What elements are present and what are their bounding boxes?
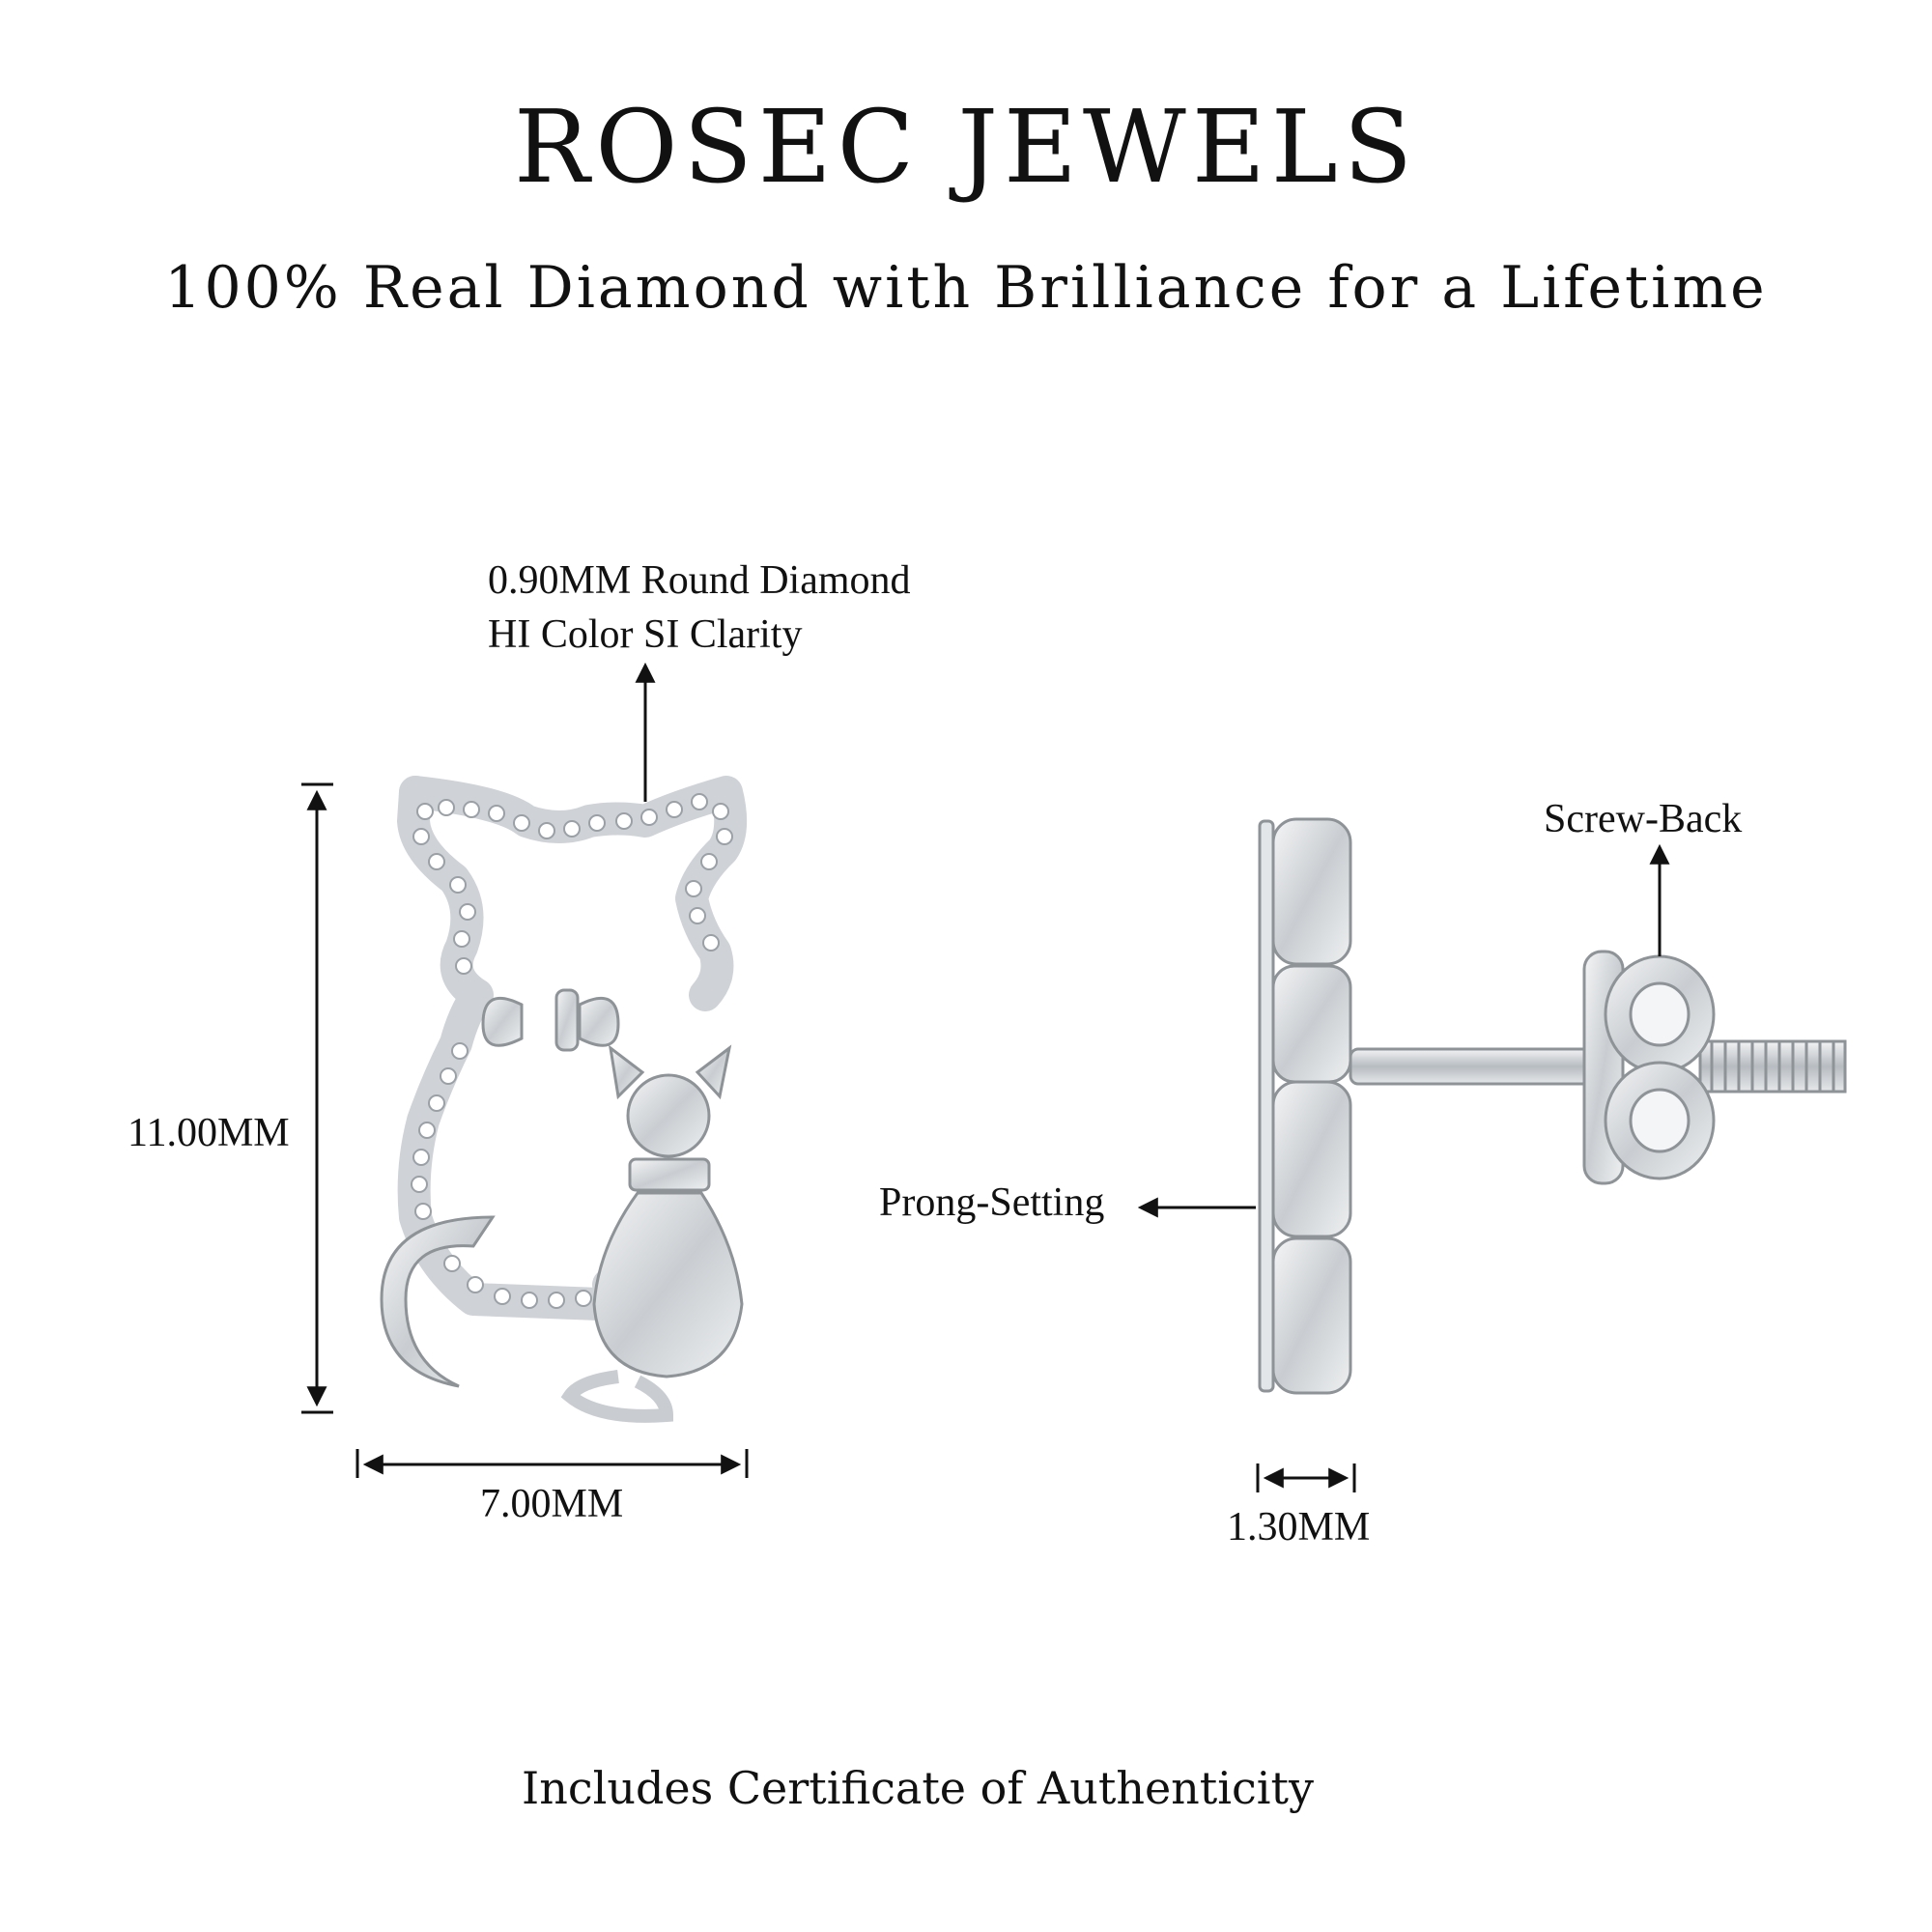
certificate-note: Includes Certificate of Authenticity <box>522 1762 1314 1814</box>
screw-back-label: Screw-Back <box>1544 797 1743 841</box>
brand-title: ROSEC JEWELS <box>513 88 1419 206</box>
pave-diamonds <box>411 793 733 1309</box>
prong-setting-label: Prong-Setting <box>879 1180 1105 1225</box>
moon-crescent <box>380 1215 496 1388</box>
small-cat <box>560 1044 744 1423</box>
width-label: 7.00MM <box>480 1482 624 1526</box>
cat-earring-front <box>380 776 748 1423</box>
post <box>1349 1047 1604 1086</box>
tagline: 100% Real Diamond with Brilliance for a … <box>164 254 1768 322</box>
bow <box>481 988 620 1052</box>
screw-thread <box>1698 1039 1847 1094</box>
big-cat-outline <box>397 776 629 1321</box>
thickness-label: 1.30MM <box>1227 1505 1371 1549</box>
thickness-dimension <box>1256 1463 1356 1492</box>
height-label: 11.00MM <box>128 1111 290 1155</box>
stone-label-line2: HI Color SI Clarity <box>488 612 803 657</box>
width-dimension <box>355 1449 749 1478</box>
screw-back <box>1582 950 1716 1185</box>
earring-side-view <box>1258 817 1847 1395</box>
height-dimension <box>301 782 333 1414</box>
stone-label-line1: 0.90MM Round Diamond <box>488 558 911 603</box>
